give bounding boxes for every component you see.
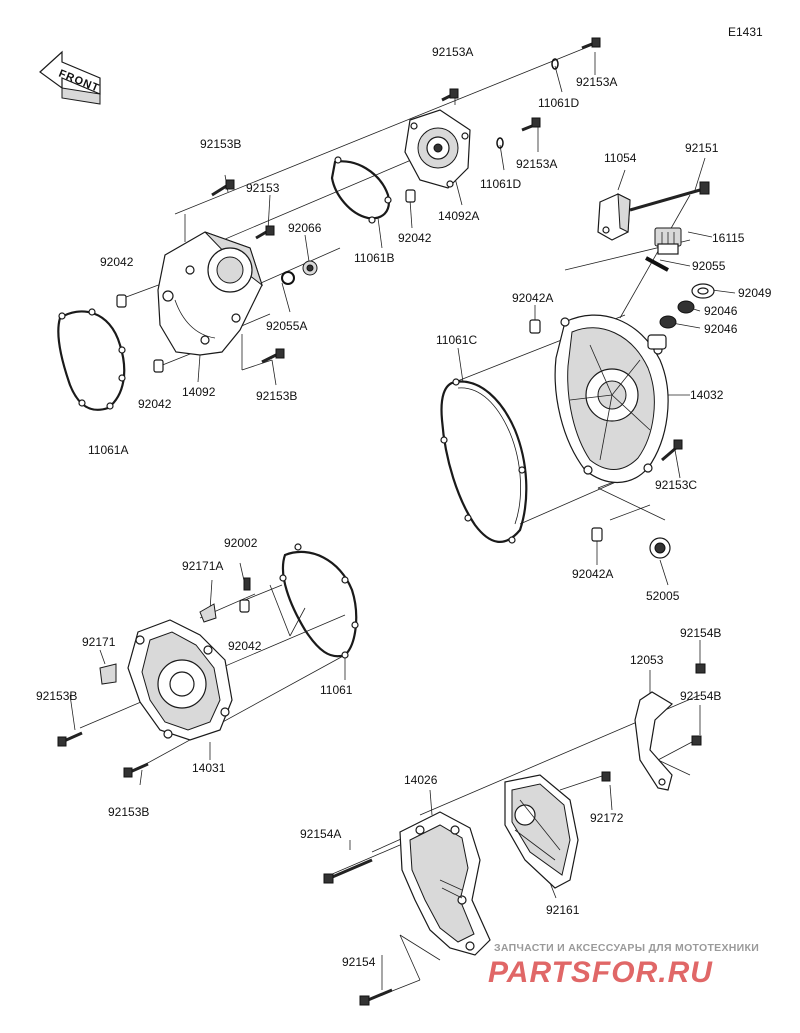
- bearing-92046-a: [677, 300, 695, 314]
- label-14092: 14092: [182, 385, 216, 399]
- label-14031: 14031: [192, 761, 226, 775]
- label-92154B-1: 92154B: [680, 626, 721, 640]
- cover-14092: [157, 231, 263, 356]
- oring-92055A: [281, 271, 295, 285]
- watermark-tagline: ЗАПЧАСТИ И АКСЕССУАРЫ ДЛЯ МОТОТЕХНИКИ: [494, 942, 759, 954]
- bolt-92154B-a: [695, 663, 706, 674]
- clutch-cover-14032: [554, 314, 669, 483]
- dowel-92042-c: [405, 189, 416, 203]
- label-11061B: 11061B: [354, 251, 394, 265]
- label-92042A-1: 92042A: [512, 291, 553, 305]
- oring-92055: [645, 256, 669, 272]
- bracket-12053: [634, 691, 673, 791]
- label-12053: 12053: [630, 653, 664, 667]
- generator-cover-14031: [127, 619, 233, 741]
- label-14026: 14026: [404, 773, 438, 787]
- bolt-92002: [243, 577, 251, 591]
- label-16115: 16115: [712, 231, 745, 245]
- label-92171: 92171: [82, 635, 116, 649]
- label-92042-3: 92042: [138, 397, 172, 411]
- label-92153C: 92153C: [655, 478, 697, 492]
- label-92153A-2: 92153A: [576, 75, 617, 89]
- label-92042A-2: 92042A: [572, 567, 613, 581]
- bolt-92153: [255, 225, 275, 240]
- label-92161: 92161: [546, 903, 580, 917]
- filler-cap-16115: [654, 227, 682, 255]
- label-92046-2: 92046: [704, 322, 738, 336]
- bolt-92153A-mid: [521, 117, 541, 132]
- dowel-92042-a: [116, 294, 127, 308]
- front-arrow-icon: FRONT: [39, 50, 101, 105]
- label-11061: 11061: [320, 683, 353, 697]
- gasket-11061C: [440, 378, 528, 544]
- dowel-92042A-b: [591, 527, 603, 542]
- bolt-92153B-upper: [211, 179, 235, 197]
- label-92042-2: 92042: [398, 231, 432, 245]
- label-92042-1: 92042: [100, 255, 134, 269]
- bolt-92154B-b: [691, 735, 702, 746]
- label-92154B-2: 92154B: [680, 689, 721, 703]
- clamp-92171A: [199, 603, 217, 623]
- bolt-92153A-top: [441, 88, 459, 102]
- label-92154A: 92154A: [300, 827, 341, 841]
- label-92151: 92151: [685, 141, 719, 155]
- washer-92049: [691, 283, 715, 299]
- label-92153A-3: 92153A: [516, 157, 557, 171]
- label-14032: 14032: [690, 388, 724, 402]
- dowel-92042A-a: [529, 319, 541, 334]
- washer-11061D-mid: [496, 137, 504, 149]
- label-92171A: 92171A: [182, 559, 223, 573]
- label-52005: 52005: [646, 589, 680, 603]
- label-92055: 92055: [692, 259, 726, 273]
- sight-glass-52005: [649, 537, 671, 559]
- bolt-92153B-mid-b: [123, 762, 149, 778]
- label-11061C: 11061C: [436, 333, 477, 347]
- label-92153B-1: 92153B: [200, 137, 241, 151]
- label-92002: 92002: [224, 536, 258, 550]
- clamp-92171: [99, 663, 117, 685]
- bolt-92154A: [323, 858, 373, 884]
- watermark: ЗАПЧАСТИ И АКСЕССУАРЫ ДЛЯ МОТОТЕХНИКИ PA…: [488, 942, 759, 989]
- label-92049: 92049: [738, 286, 772, 300]
- label-92055A: 92055A: [266, 319, 307, 333]
- plug-92066: [302, 260, 318, 276]
- bolt-92154: [359, 988, 393, 1006]
- label-92153B-2: 92153B: [256, 389, 297, 403]
- label-92046-1: 92046: [704, 304, 738, 318]
- bolt-92172: [601, 771, 611, 782]
- label-92042-4: 92042: [228, 639, 262, 653]
- cover-14092A: [404, 109, 471, 189]
- gasket-11061: [279, 543, 359, 659]
- label-92153B-4: 92153B: [108, 805, 149, 819]
- label-92153: 92153: [246, 181, 280, 195]
- label-92154: 92154: [342, 955, 376, 969]
- dowel-92042-b: [153, 359, 164, 373]
- label-14092A: 14092A: [438, 209, 479, 223]
- bolt-92151: [629, 181, 710, 212]
- label-11061A: 11061A: [88, 443, 128, 457]
- gasket-11061A: [57, 308, 126, 411]
- part-labels: 92153A 11061D 92153A 92153A 11061D 92153…: [36, 45, 772, 969]
- bolt-92153A-right: [581, 37, 601, 50]
- label-92153B-3: 92153B: [36, 689, 77, 703]
- bolt-92153C: [661, 439, 683, 462]
- label-92066: 92066: [288, 221, 322, 235]
- bolt-92153B-lower: [261, 348, 285, 364]
- washer-11061D-top: [551, 58, 559, 70]
- label-11061D-1: 11061D: [538, 96, 579, 110]
- bracket-11054: [597, 193, 631, 241]
- guard-92161: [504, 774, 579, 889]
- label-92153A-1: 92153A: [432, 45, 473, 59]
- diagram-code: E1431: [728, 25, 763, 39]
- gasket-11061B: [330, 156, 392, 224]
- dowel-92042-d: [239, 599, 250, 613]
- label-11054: 11054: [604, 151, 637, 165]
- bearing-92046-b: [659, 315, 677, 329]
- bolt-92153B-mid-a: [57, 731, 83, 747]
- label-92172: 92172: [590, 811, 624, 825]
- label-11061D-2: 11061D: [480, 177, 521, 191]
- sprocket-cover-14026: [399, 811, 491, 956]
- watermark-brand: PARTSFOR.RU: [488, 956, 713, 989]
